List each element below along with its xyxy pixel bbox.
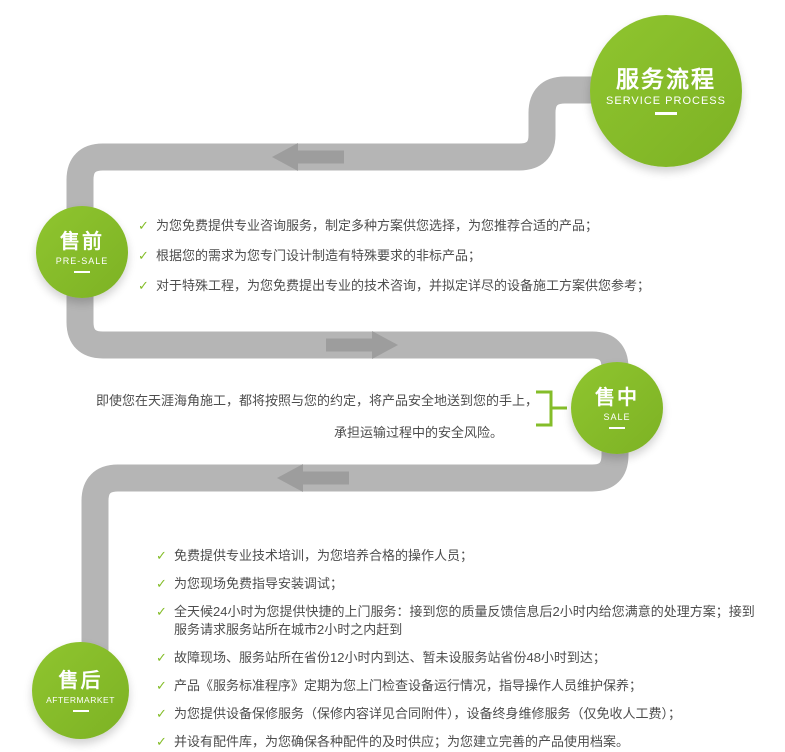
list-item: ✓ 为您现场免费指导安装调试；: [156, 575, 760, 593]
list-item: ✓ 对于特殊工程，为您免费提出专业的技术咨询，并拟定详尽的设备施工方案供您参考；: [138, 277, 668, 295]
bullet-text: 为您提供设备保修服务（保修内容详见合同附件），设备终身维修服务（仅免收人工费）；: [174, 706, 682, 721]
stage-circle-sale: 售中 SALE: [571, 362, 663, 454]
bullet-text: 并设有配件库，为您确保各种配件的及时供应；为您建立完善的产品使用档案。: [174, 734, 630, 749]
bullet-text: 为您现场免费指导安装调试；: [174, 576, 344, 591]
list-item: ✓ 为您免费提供专业咨询服务，制定多种方案供您选择，为您推荐合适的产品；: [138, 217, 668, 235]
bullet-text: 全天候24小时为您提供快捷的上门服务：接到您的质量反馈信息后2小时内给您满意的处…: [174, 604, 755, 637]
stage-underline: [609, 427, 625, 429]
arrow-left-top-icon: [272, 143, 344, 171]
check-icon: ✓: [156, 548, 167, 563]
list-item: ✓ 并设有配件库，为您确保各种配件的及时供应；为您建立完善的产品使用档案。: [156, 733, 760, 751]
bullet-text: 产品《服务标准程序》定期为您上门检查设备运行情况，指导操作人员维护保养；: [174, 678, 643, 693]
stage-title-after-sale: 售后: [58, 669, 103, 692]
list-item: ✓ 免费提供专业技术培训，为您培养合格的操作人员；: [156, 547, 760, 565]
stage-underline: [72, 709, 89, 712]
stage-title-pre-sale: 售前: [60, 231, 104, 253]
page-title: 服务流程: [616, 65, 716, 92]
check-icon: ✓: [138, 248, 149, 263]
check-icon: ✓: [156, 706, 167, 721]
check-icon: ✓: [156, 678, 167, 693]
check-icon: ✓: [138, 218, 149, 233]
sale-text-line-2: 承担运输过程中的安全风险。: [334, 425, 504, 440]
check-icon: ✓: [156, 576, 167, 591]
list-item: ✓ 故障现场、服务站所在省份12小时内到达、暂未设服务站省份48小时到达；: [156, 649, 760, 667]
bullet-text: 为您免费提供专业咨询服务，制定多种方案供您选择，为您推荐合适的产品；: [156, 218, 599, 233]
bullet-text: 免费提供专业技术培训，为您培养合格的操作人员；: [174, 548, 474, 563]
stage-underline: [74, 271, 90, 273]
road-path: [66, 76, 665, 705]
stage-subtitle-after-sale: AFTERMARKET: [46, 694, 115, 705]
header-circle: 服务流程 SERVICE PROCESS: [590, 15, 742, 167]
list-item: ✓ 根据您的需求为您专门设计制造有特殊要求的非标产品；: [138, 247, 668, 265]
bullet-text: 故障现场、服务站所在省份12小时内到达、暂未设服务站省份48小时到达；: [174, 650, 606, 665]
list-item: ✓ 全天候24小时为您提供快捷的上门服务：接到您的质量反馈信息后2小时内给您满意…: [156, 603, 760, 639]
stage-circle-after-sale: 售后 AFTERMARKET: [32, 642, 129, 739]
page-subtitle: SERVICE PROCESS: [606, 95, 726, 108]
check-icon: ✓: [156, 734, 167, 749]
after-sale-bullet-list: ✓ 免费提供专业技术培训，为您培养合格的操作人员； ✓ 为您现场免费指导安装调试…: [156, 547, 760, 752]
check-icon: ✓: [156, 650, 167, 665]
bullet-text: 根据您的需求为您专门设计制造有特殊要求的非标产品；: [156, 248, 482, 263]
list-item: ✓ 产品《服务标准程序》定期为您上门检查设备运行情况，指导操作人员维护保养；: [156, 677, 760, 695]
stage-subtitle-sale: SALE: [603, 412, 631, 422]
list-item: ✓ 为您提供设备保修服务（保修内容详见合同附件），设备终身维修服务（仅免收人工费…: [156, 705, 760, 723]
title-underline: [655, 112, 677, 116]
stage-title-sale: 售中: [595, 387, 639, 409]
pre-sale-bullet-list: ✓ 为您免费提供专业咨询服务，制定多种方案供您选择，为您推荐合适的产品； ✓ 根…: [138, 217, 668, 307]
check-icon: ✓: [156, 604, 167, 619]
stage-subtitle-pre-sale: PRE-SALE: [55, 256, 109, 266]
arrow-left-lower-icon: [277, 464, 349, 492]
stage-circle-pre-sale: 售前 PRE-SALE: [36, 206, 128, 298]
bullet-text: 对于特殊工程，为您免费提出专业的技术咨询，并拟定详尽的设备施工方案供您参考；: [156, 278, 651, 293]
sale-text-line-1: 即使您在天涯海角施工，都将按照与您的约定，将产品安全地送到您的手上，: [96, 393, 539, 408]
arrow-right-middle-icon: [326, 331, 398, 359]
check-icon: ✓: [138, 278, 149, 293]
sale-bracket-icon: [536, 390, 553, 427]
